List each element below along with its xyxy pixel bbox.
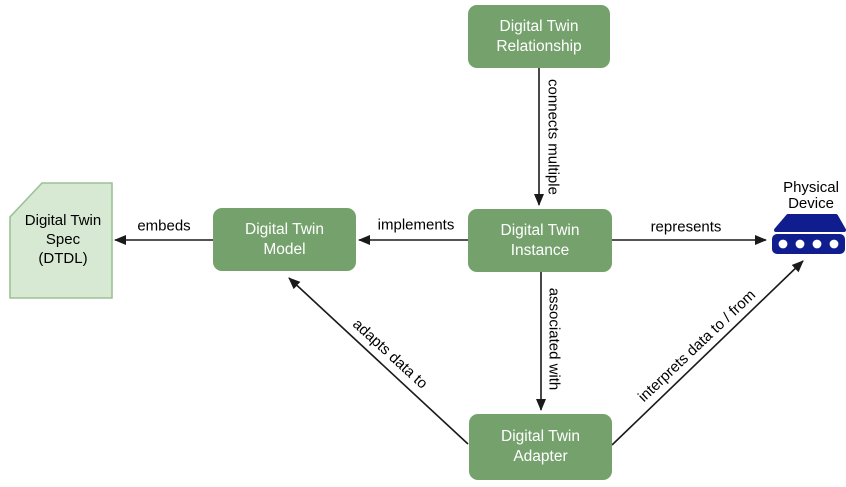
edge-label-implements: implements	[377, 216, 455, 234]
node-label: Digital Twin Adapter	[501, 428, 580, 465]
edge-label-connects-multiple: connects multiple	[544, 79, 562, 195]
edge-label-embeds: embeds	[137, 217, 191, 235]
node-digital-twin-instance: Digital Twin Instance	[468, 209, 612, 272]
adapts-data-to-arrow	[288, 277, 469, 445]
device-lid-shape	[774, 214, 846, 232]
spec-label-line: Spec	[45, 231, 81, 248]
node-label: Digital Twin Instance	[500, 221, 580, 259]
spec-label-line: (DTDL)	[38, 250, 88, 267]
node-digital-twin-model: Digital Twin Model	[213, 208, 356, 271]
node-digital-twin-spec-label: Digital Twin Spec (DTDL)	[14, 211, 112, 268]
node-label: Digital Twin Relationship	[496, 17, 582, 55]
node-label: Digital Twin Model	[245, 220, 324, 258]
device-label-line: Device	[788, 195, 834, 212]
device-led-dot	[778, 239, 788, 249]
edge-label-represents: represents	[650, 218, 722, 236]
device-led-dot	[812, 239, 822, 249]
spec-label-line: Digital Twin	[24, 212, 102, 229]
physical-device-label: Physical Device	[766, 180, 846, 212]
physical-device-icon	[772, 214, 846, 254]
interprets-data-arrow	[611, 260, 804, 446]
edge-label-associated-with: associated with	[545, 287, 563, 391]
spec-document-shape	[9, 182, 113, 299]
device-led-dot	[829, 239, 839, 249]
node-digital-twin-adapter: Digital Twin Adapter	[469, 414, 612, 480]
device-led-dot	[795, 239, 805, 249]
device-label-line: Physical	[783, 179, 839, 196]
node-digital-twin-relationship: Digital Twin Relationship	[468, 5, 610, 68]
device-body-shape	[772, 234, 845, 254]
